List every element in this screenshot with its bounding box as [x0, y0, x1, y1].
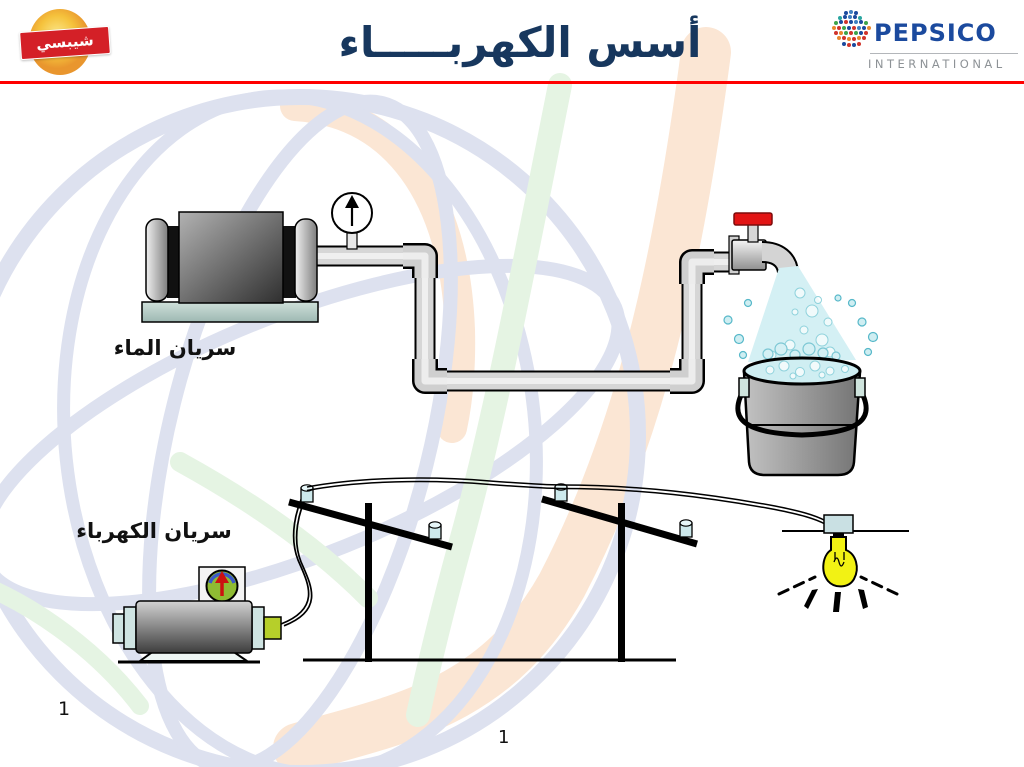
bucket-handle-mount-left [738, 377, 750, 398]
watermark-arcs [0, 27, 731, 767]
utility-pole-2 [541, 495, 698, 662]
generator-body [135, 600, 253, 654]
pump-flange-left [167, 226, 180, 298]
generator [112, 566, 282, 662]
pump-motor-body [178, 211, 284, 304]
electric-meter-icon [205, 569, 239, 603]
faucet-handle [733, 212, 773, 226]
utility-pole-1 [288, 498, 453, 662]
water-stream [723, 266, 879, 362]
water-pipe [310, 243, 736, 394]
insulators [300, 483, 693, 540]
insulator-icon [428, 521, 442, 540]
bucket-body [742, 370, 862, 477]
generator-cap-far-left [112, 613, 125, 644]
bucket [735, 342, 869, 477]
faucet [728, 212, 799, 275]
water-system [141, 192, 879, 477]
power-lines [306, 477, 827, 526]
water-flow-label: سريان الماء [113, 336, 237, 360]
generator-cap-right [251, 606, 265, 650]
insulator-icon [679, 519, 693, 538]
footer-page-number: 1 [498, 727, 510, 748]
slide-number: 1 [58, 698, 71, 720]
faucet-body [731, 239, 767, 271]
crossarm-1 [288, 498, 453, 551]
generator-terminal [263, 616, 282, 640]
pepsico-rule [870, 53, 1018, 54]
pipe-elbows [403, 243, 714, 394]
light-fixture [777, 514, 909, 612]
bucket-handle-mount-right [854, 377, 866, 398]
pump-endcap-left [145, 218, 169, 302]
electricity-flow-label: سريان الكهرباء [76, 519, 232, 543]
electricity-system [112, 477, 909, 664]
crossarm-2 [541, 495, 698, 548]
title-divider-line [0, 81, 1024, 84]
green-swoosh-mid [170, 452, 378, 608]
globe-dots [832, 10, 871, 47]
insulator-icon [554, 483, 568, 502]
water-pump [141, 211, 319, 323]
pump-endcap-right [294, 218, 318, 302]
pump-base [141, 301, 319, 323]
green-swoosh-corner [0, 582, 149, 715]
insulator-icon [300, 484, 314, 503]
pump-flange-right [283, 226, 296, 298]
generator-wire [280, 488, 313, 627]
pepsico-logo: PEPSICO INTERNATIONAL [828, 4, 1020, 78]
light-bulb-icon [822, 536, 858, 588]
water-droplets [723, 294, 879, 360]
pepsico-globe-icon [832, 10, 871, 47]
light-rays [777, 575, 899, 612]
bucket-handle [735, 383, 869, 438]
bulb-filament [833, 552, 845, 567]
green-swoosh [406, 73, 572, 727]
chipsy-logo: شيبسي [12, 3, 122, 77]
page-title: أسس الكهربـــــاء [338, 18, 702, 67]
pepsico-wordmark: PEPSICO [874, 19, 997, 47]
pressure-gauge-icon [331, 192, 373, 250]
peach-swoosh [273, 27, 731, 767]
fixture-box [823, 514, 854, 534]
pepsico-subtitle: INTERNATIONAL [868, 57, 1006, 71]
generator-cap-left [123, 606, 137, 650]
